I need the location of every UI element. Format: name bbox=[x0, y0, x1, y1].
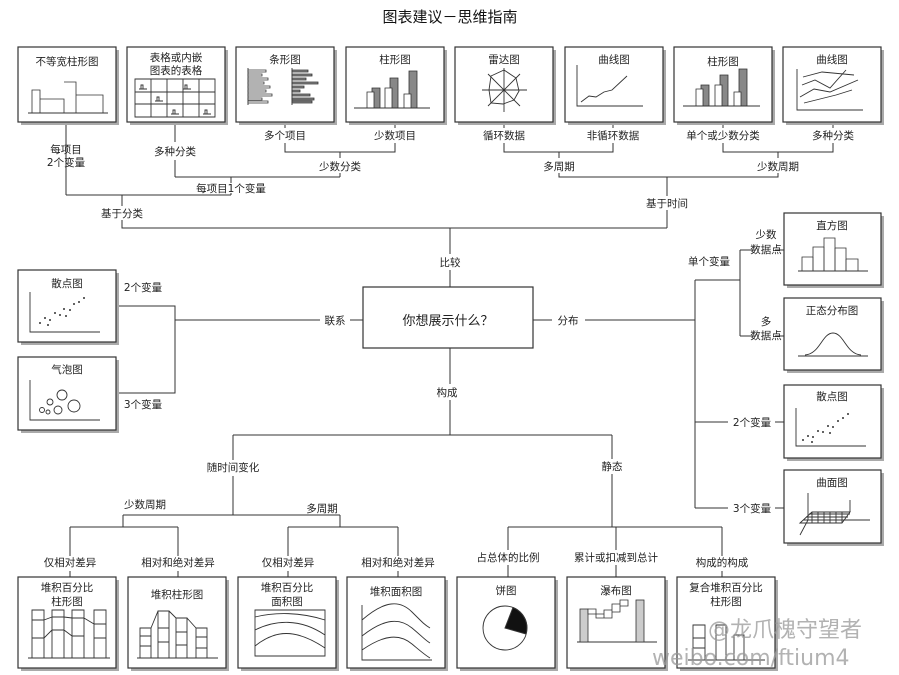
chart-label: 不等宽柱形图 bbox=[36, 55, 99, 68]
chart-label: 雷达图 bbox=[488, 54, 520, 66]
svg-text:仅相对差异: 仅相对差异 bbox=[44, 556, 97, 569]
svg-text:相对和绝对差异: 相对和绝对差异 bbox=[361, 556, 435, 569]
svg-text:静态: 静态 bbox=[602, 460, 623, 473]
svg-text:多: 多 bbox=[761, 315, 772, 328]
branch-distribution: 分布 bbox=[558, 315, 579, 327]
svg-text:多种分类: 多种分类 bbox=[154, 145, 196, 158]
chart-label: 堆积柱形图 bbox=[151, 588, 204, 601]
chart-label: 柱形图 bbox=[710, 595, 742, 608]
label-two-vars: 2个变量 bbox=[124, 281, 163, 294]
chart-label: 堆积百分比 bbox=[41, 581, 94, 594]
svg-text:单个变量: 单个变量 bbox=[688, 255, 730, 268]
chart-box-column-few-items[interactable]: 柱形图 bbox=[345, 46, 447, 125]
chart-label: 瀑布图 bbox=[600, 584, 632, 597]
chart-box-stacked-percent-area[interactable]: 堆积百分比 面积图 bbox=[237, 576, 339, 671]
chart-box-waterfall[interactable]: 瀑布图 bbox=[566, 576, 668, 671]
svg-text:3个变量: 3个变量 bbox=[733, 502, 772, 515]
chart-box-scatter[interactable]: 散点图 bbox=[17, 269, 119, 345]
svg-text:多个项目: 多个项目 bbox=[264, 129, 306, 142]
chart-box-stacked-percent-column-composite[interactable]: 复合堆积百分比 柱形图 bbox=[676, 576, 778, 671]
chart-box-line-non-cyclic[interactable]: 曲线图 bbox=[564, 46, 666, 125]
svg-text:多周期: 多周期 bbox=[543, 160, 575, 173]
svg-text:单个或少数分类: 单个或少数分类 bbox=[686, 129, 760, 142]
svg-text:少数周期: 少数周期 bbox=[757, 160, 799, 173]
chart-label: 散点图 bbox=[816, 390, 848, 403]
svg-text:2个变量: 2个变量 bbox=[733, 416, 772, 429]
chart-label: 柱形图 bbox=[379, 53, 411, 66]
svg-text:每项目: 每项目 bbox=[50, 143, 82, 156]
svg-text:2个变量: 2个变量 bbox=[47, 156, 86, 169]
chart-box-pie[interactable]: 饼图 bbox=[456, 576, 558, 671]
composition-labels: 随时间变化 静态 少数周期 多周期 仅相对差异 相对和绝对差异 仅相对差异 相对… bbox=[44, 460, 749, 569]
chart-box-scatter-distribution[interactable]: 散点图 bbox=[783, 384, 884, 461]
chart-label: 图表的表格 bbox=[150, 64, 203, 77]
chart-label: 正态分布图 bbox=[806, 304, 859, 317]
watermark: @龙爪槐守望者 weibo.com/ftium4 bbox=[652, 618, 862, 671]
chart-box-stacked-percent-column[interactable]: 堆积百分比 柱形图 bbox=[17, 576, 119, 671]
svg-text:数据点: 数据点 bbox=[750, 243, 782, 256]
chart-label: 气泡图 bbox=[51, 363, 83, 376]
svg-text:基于时间: 基于时间 bbox=[646, 197, 688, 210]
chart-label: 散点图 bbox=[51, 277, 83, 290]
svg-text:数据点: 数据点 bbox=[750, 329, 782, 342]
chart-box-column-time[interactable]: 柱形图 bbox=[673, 46, 775, 125]
svg-text:基于分类: 基于分类 bbox=[101, 207, 143, 220]
chart-label: 饼图 bbox=[496, 584, 517, 597]
center-question: 你想展示什么？ bbox=[402, 313, 493, 329]
chart-label: 条形图 bbox=[269, 53, 301, 66]
svg-text:多种分类: 多种分类 bbox=[812, 129, 854, 142]
diagram-title: 图表建议－思维指南 bbox=[382, 8, 517, 26]
chart-box-surface[interactable]: 曲面图 bbox=[783, 469, 884, 546]
chart-label: 曲面图 bbox=[816, 477, 848, 489]
comparison-labels: 每项目 2个变量 多种分类 多个项目 少数项目 少数分类 每项目1个变量 基于分… bbox=[47, 129, 855, 220]
svg-text:@龙爪槐守望者: @龙爪槐守望者 bbox=[708, 618, 862, 643]
chart-label: 堆积百分比 bbox=[261, 581, 314, 594]
svg-text:少数分类: 少数分类 bbox=[319, 160, 361, 173]
chart-box-table-embedded-charts[interactable]: 表格或内嵌 图表的表格 bbox=[126, 46, 228, 125]
chart-label: 复合堆积百分比 bbox=[689, 581, 763, 594]
chart-label: 面积图 bbox=[271, 596, 303, 608]
svg-text:少数项目: 少数项目 bbox=[374, 129, 416, 142]
chart-box-histogram[interactable]: 直方图 bbox=[783, 212, 884, 288]
branch-comparison: 比较 bbox=[440, 256, 461, 269]
chart-label: 柱形图 bbox=[707, 55, 739, 68]
svg-text:占总体的比例: 占总体的比例 bbox=[477, 551, 540, 564]
chart-label: 表格或内嵌 bbox=[150, 51, 203, 64]
center-question-box[interactable]: 你想展示什么？ bbox=[362, 286, 534, 349]
chart-label: 直方图 bbox=[816, 219, 848, 232]
svg-text:非循环数据: 非循环数据 bbox=[587, 129, 640, 142]
chart-label: 曲线图 bbox=[598, 53, 630, 66]
chart-box-stacked-column[interactable]: 堆积柱形图 bbox=[127, 576, 229, 671]
chart-box-variable-width-column[interactable]: 不等宽柱形图 bbox=[17, 46, 119, 125]
chart-box-normal-distribution[interactable]: 正态分布图 bbox=[783, 297, 884, 373]
chart-box-stacked-area[interactable]: 堆积面积图 bbox=[346, 576, 448, 671]
svg-text:随时间变化: 随时间变化 bbox=[207, 461, 260, 474]
svg-text:每项目1个变量: 每项目1个变量 bbox=[196, 182, 266, 195]
connectors bbox=[65, 124, 834, 577]
svg-text:相对和绝对差异: 相对和绝对差异 bbox=[141, 556, 215, 569]
chart-box-bubble[interactable]: 气泡图 bbox=[17, 356, 119, 433]
chart-label: 曲线图 bbox=[816, 53, 848, 66]
svg-text:少数周期: 少数周期 bbox=[124, 498, 166, 511]
distribution-labels: 单个变量 少数 数据点 多 数据点 2个变量 3个变量 bbox=[688, 228, 782, 515]
branch-composition: 构成 bbox=[437, 386, 458, 399]
chart-box-radar[interactable]: 雷达图 bbox=[454, 46, 556, 125]
svg-text:累计或扣减到总计: 累计或扣减到总计 bbox=[574, 551, 658, 564]
svg-text:weibo.com/ftium4: weibo.com/ftium4 bbox=[652, 646, 850, 671]
svg-text:构成的构成: 构成的构成 bbox=[696, 556, 749, 569]
chart-box-line-many-categories[interactable]: 曲线图 bbox=[782, 46, 884, 125]
chart-label: 柱形图 bbox=[51, 595, 83, 608]
chart-label: 堆积面积图 bbox=[370, 586, 423, 598]
branch-relationship: 联系 bbox=[325, 315, 346, 327]
svg-text:少数: 少数 bbox=[756, 228, 777, 241]
chart-box-bar[interactable]: 条形图 bbox=[235, 46, 337, 125]
svg-text:多周期: 多周期 bbox=[306, 502, 338, 515]
svg-text:仅相对差异: 仅相对差异 bbox=[262, 556, 315, 569]
svg-text:循环数据: 循环数据 bbox=[483, 129, 525, 142]
label-three-vars: 3个变量 bbox=[124, 398, 163, 411]
